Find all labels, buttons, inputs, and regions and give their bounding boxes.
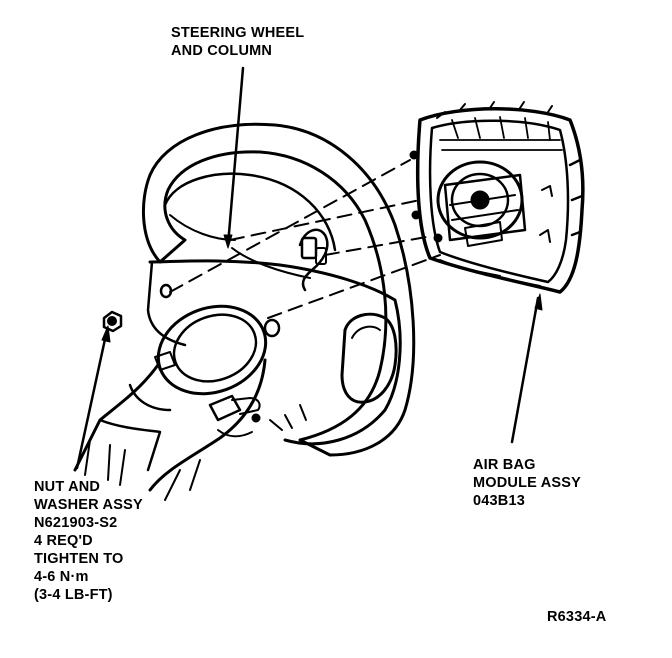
leader-air-bag bbox=[510, 296, 540, 444]
nut-label-line-7: (3-4 LB-FT) bbox=[34, 587, 113, 603]
nut-label-line-3: N621903-S2 bbox=[34, 515, 118, 531]
figure-code-text: R6334-A bbox=[547, 609, 607, 625]
nut-label-line-5: TIGHTEN TO bbox=[34, 551, 124, 567]
leader-nut bbox=[75, 328, 109, 470]
exploded-view-lines bbox=[169, 159, 441, 319]
air-bag-label-line-2: MODULE ASSY bbox=[473, 475, 582, 491]
steering-wheel bbox=[141, 122, 416, 457]
air-bag-module-label: AIR BAG MODULE ASSY 043B13 bbox=[473, 456, 581, 510]
leader-steering-wheel bbox=[226, 66, 245, 247]
nut-washer-label: NUT AND WASHER ASSY N621903-S2 4 REQ'D T… bbox=[34, 478, 143, 604]
nut-label-line-6: 4-6 N·m bbox=[34, 569, 89, 585]
figure-code: R6334-A bbox=[547, 608, 606, 626]
steering-column bbox=[73, 304, 268, 501]
steering-wheel-label-line-1: STEERING WHEEL bbox=[171, 25, 305, 41]
leader-lines bbox=[75, 66, 543, 470]
nut-label-line-2: WASHER ASSY bbox=[34, 497, 143, 513]
air-bag-label-line-1: AIR BAG bbox=[473, 457, 536, 473]
nut-label-line-1: NUT AND bbox=[34, 479, 101, 495]
air-bag-module bbox=[409, 101, 585, 294]
air-bag-label-line-3: 043B13 bbox=[473, 493, 525, 509]
nut-label-line-4: 4 REQ'D bbox=[34, 533, 93, 549]
steering-wheel-label-line-2: AND COLUMN bbox=[171, 43, 273, 59]
nut-and-washer bbox=[102, 310, 123, 333]
steering-wheel-label: STEERING WHEEL AND COLUMN bbox=[171, 24, 304, 60]
